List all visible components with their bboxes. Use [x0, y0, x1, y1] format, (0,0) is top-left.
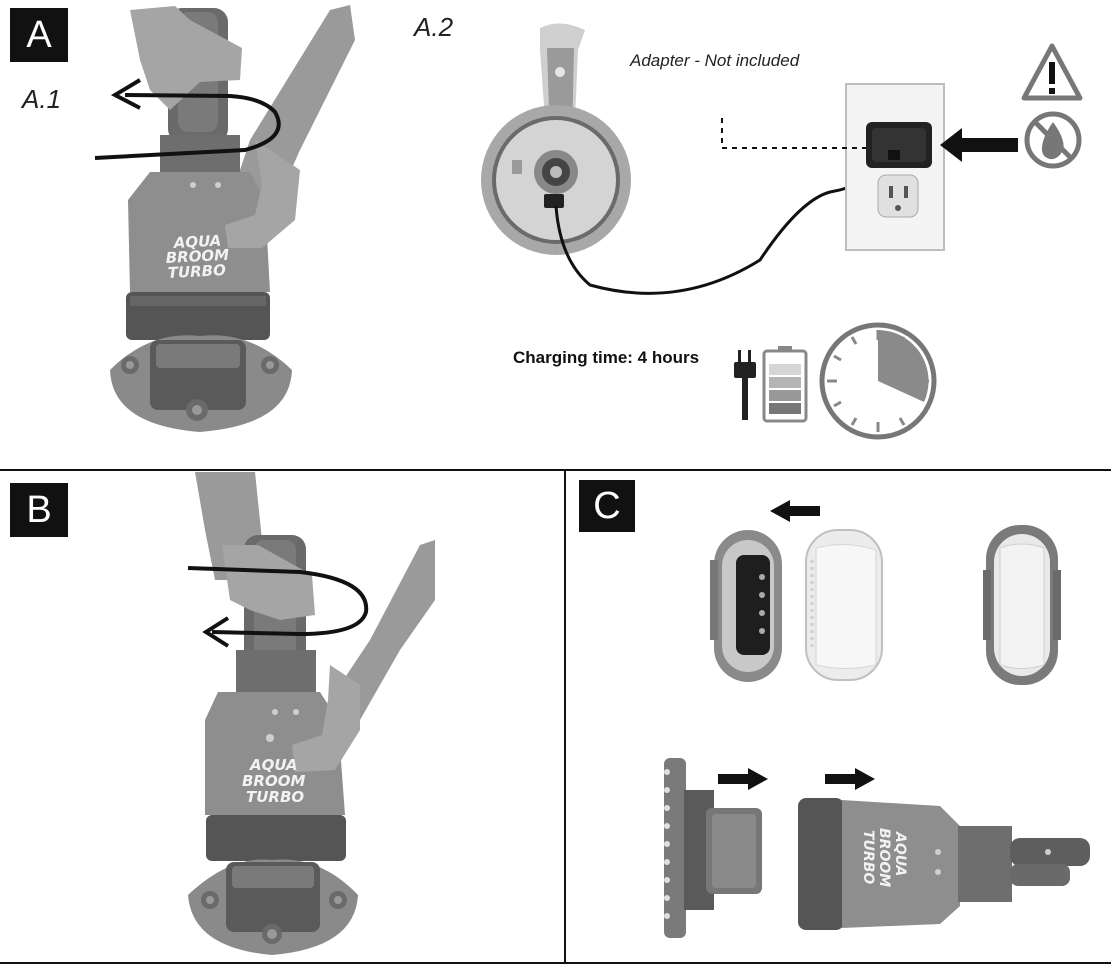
panel-c-brand-line-3: TURBO: [860, 830, 876, 884]
divider-bottom: [0, 962, 1111, 964]
step-a2-label: A.2: [414, 12, 454, 42]
divider-vertical: [564, 470, 566, 963]
panel-a-brand-line-1: AQUA: [172, 232, 221, 253]
panel-b-brand-line-1: AQUA: [249, 756, 297, 774]
charging-time-label: Charging time: 4 hours: [513, 348, 700, 367]
panel-c-brand-line-1: AQUA: [892, 831, 908, 876]
divider-top: [0, 469, 1111, 471]
panel-c-brand-line-2: BROOM: [876, 828, 892, 887]
panel-b-brand-line-3: TURBO: [246, 788, 304, 806]
panel-b-badge: B: [10, 483, 68, 537]
panel-a-brand-line-2: BROOM: [165, 246, 229, 267]
adapter-note: Adapter - Not included: [630, 51, 800, 70]
step-a1-label: A.1: [22, 84, 62, 114]
panel-c-badge: C: [579, 480, 635, 532]
panel-b-brand-line-2: BROOM: [242, 772, 305, 790]
panel-a-brand-line-3: TURBO: [167, 261, 226, 282]
panel-a-badge: A: [10, 8, 68, 62]
